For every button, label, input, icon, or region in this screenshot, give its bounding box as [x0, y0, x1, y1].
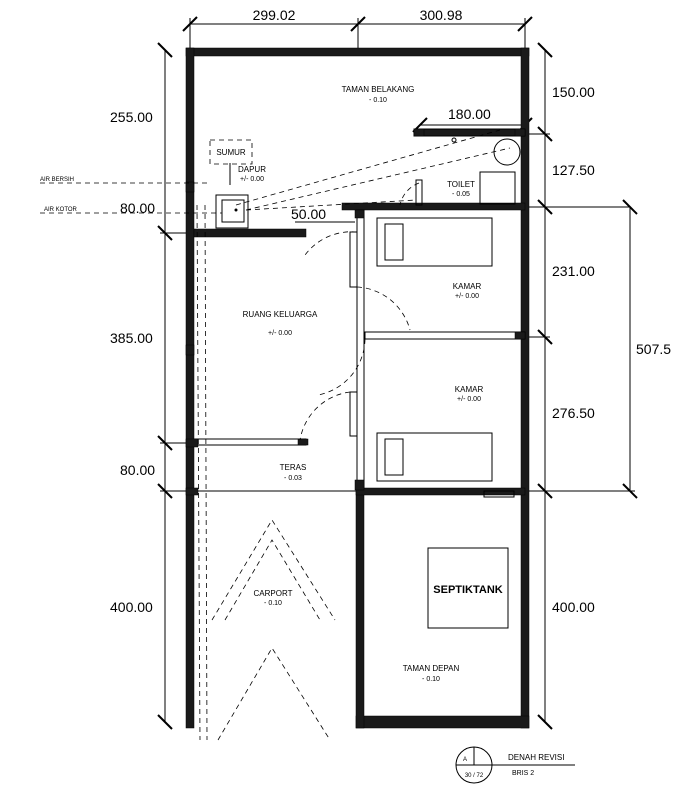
dim-left-80-lower: 80.00: [120, 462, 155, 478]
room-taman-belakang: TAMAN BELAKANG: [342, 85, 415, 94]
dim-right-kamar2: 276.50: [552, 405, 595, 421]
level-kamar1: +/- 0.00: [455, 293, 479, 300]
pipe-labels: AIR BERSIH AIR KOTOR: [40, 177, 78, 213]
title-block-scale: 30 / 72: [465, 773, 484, 779]
pipe-lines: [40, 129, 511, 741]
level-taman-depan: - 0.10: [422, 676, 440, 683]
room-sumur: SUMUR: [216, 148, 246, 157]
dimension-lines: [157, 16, 638, 730]
room-kamar1: KAMAR: [453, 282, 482, 291]
room-dapur: DAPUR: [238, 165, 266, 174]
walls: [185, 47, 530, 729]
dim-top-right: 300.98: [420, 7, 463, 23]
bed-kamar1: [376, 217, 493, 267]
fixtures: [209, 137, 521, 741]
title-block-subtitle: BRIS 2: [512, 770, 534, 777]
title-block-letter: A: [463, 757, 467, 763]
level-teras: - 0.03: [284, 475, 302, 482]
room-carport: CARPORT: [254, 589, 293, 598]
dimension-labels: 299.02 300.98 255.00 80.00 385.00 80.00 …: [110, 7, 671, 615]
dim-left-ruang-keluarga: 385.00: [110, 330, 153, 346]
level-taman-belakang: - 0.10: [369, 97, 387, 104]
dim-top-left: 299.02: [253, 7, 296, 23]
dim-left-carport: 400.00: [110, 599, 153, 615]
level-dapur: +/- 0.00: [240, 176, 264, 183]
title-block-title: DENAH REVISI: [508, 753, 564, 762]
level-ruang-keluarga: +/- 0.00: [268, 330, 292, 337]
level-kamar2: +/- 0.00: [457, 396, 481, 403]
dim-left-taman-belakang: 255.00: [110, 109, 153, 125]
septiktank-box: [427, 547, 509, 629]
room-kamar2: KAMAR: [455, 385, 484, 394]
dim-left-80-upper: 80.00: [120, 200, 155, 216]
bed-kamar2: [376, 432, 493, 482]
room-teras: TERAS: [280, 463, 307, 472]
room-ruang-keluarga: RUANG KELUARGA: [243, 310, 318, 319]
room-labels: TAMAN BELAKANG - 0.10 SUMUR DAPUR +/- 0.…: [216, 85, 502, 683]
label-septiktank: SEPTIKTANK: [433, 584, 503, 596]
dim-inner-180: 180.00: [448, 106, 491, 122]
room-toilet: TOILET: [447, 180, 475, 189]
doors: [299, 179, 423, 441]
level-carport: - 0.10: [264, 600, 282, 607]
dim-right-150: 150.00: [552, 84, 595, 100]
dim-right-total: 507.5: [636, 341, 671, 357]
label-air-bersih: AIR BERSIH: [40, 177, 74, 183]
dim-right-kamar1: 231.00: [552, 263, 595, 279]
dim-right-toilet: 127.50: [552, 162, 595, 178]
level-toilet: - 0.05: [452, 191, 470, 198]
room-taman-depan: TAMAN DEPAN: [403, 664, 460, 673]
label-air-kotor: AIR KOTOR: [44, 207, 78, 213]
sumur-box: [209, 139, 253, 165]
dim-inner-50: 50.00: [291, 206, 326, 222]
title-block: A 30 / 72 DENAH REVISI BRIS 2: [455, 746, 575, 784]
dim-right-taman-depan: 400.00: [552, 599, 595, 615]
